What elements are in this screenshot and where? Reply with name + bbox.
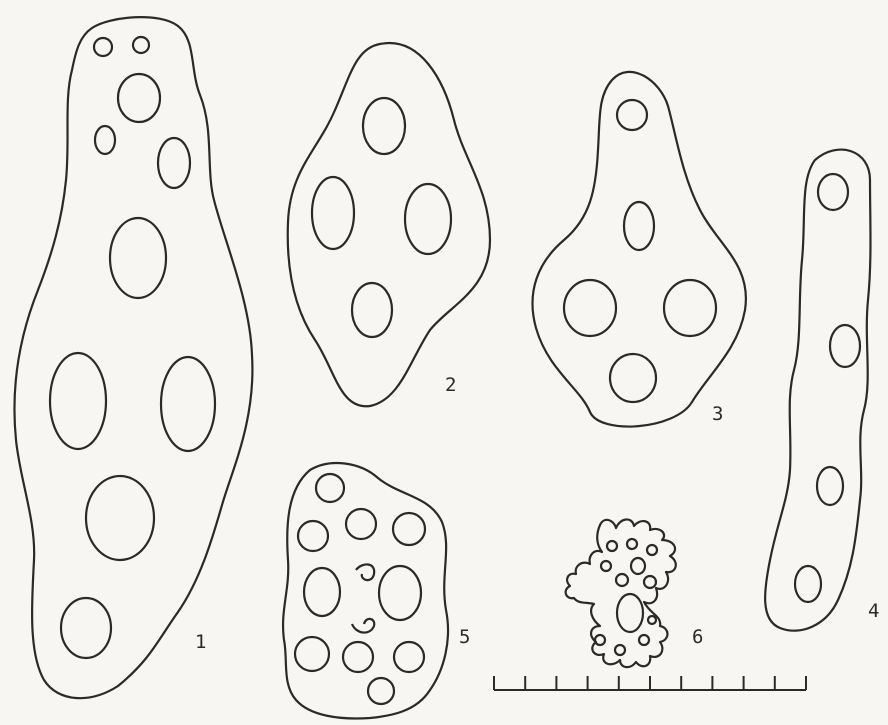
specimen-4-hole — [818, 174, 848, 210]
specimen-5-hole — [368, 678, 394, 704]
specimen-3-hole — [610, 354, 656, 402]
specimen-5-hole — [295, 637, 329, 671]
specimen-1-hole — [118, 74, 160, 122]
specimen-5-hole — [343, 642, 373, 672]
specimen-5-hole — [393, 513, 425, 545]
specimen-label: 4 — [868, 600, 879, 622]
specimen-6-hole — [595, 635, 605, 645]
specimen-1-hole — [86, 476, 154, 560]
specimen-5-hole — [316, 474, 344, 502]
specimen-5-curl — [352, 619, 374, 633]
specimen-2-outline — [288, 43, 490, 406]
specimen-1-hole — [110, 218, 166, 298]
specimen-6-hole — [616, 574, 628, 586]
specimen-1-hole — [133, 37, 149, 53]
specimen-4-hole — [795, 566, 821, 602]
specimen-6-hole — [617, 594, 643, 632]
specimen-2-hole — [352, 283, 392, 337]
specimen-6-hole — [631, 558, 645, 574]
specimen-6-hole — [607, 541, 617, 551]
specimen-3-hole — [564, 280, 616, 336]
specimen-3 — [532, 72, 745, 427]
specimen-2-hole — [405, 184, 451, 254]
specimen-label: 3 — [712, 403, 723, 425]
specimen-5-hole — [298, 521, 328, 551]
specimen-1-hole — [94, 38, 112, 56]
specimen-label: 1 — [195, 631, 206, 653]
specimen-4-hole — [830, 325, 860, 367]
specimen-1-hole — [95, 126, 115, 154]
specimen-6-hole — [647, 545, 657, 555]
specimen-label: 2 — [445, 374, 456, 396]
specimen-1-hole — [158, 138, 190, 188]
specimen-label: 6 — [692, 626, 703, 648]
specimen-6-hole — [639, 635, 649, 645]
specimen-5-hole — [394, 642, 424, 672]
specimen-5-hole — [379, 566, 421, 620]
specimen-4-hole — [817, 467, 843, 505]
specimen-6-hole — [627, 539, 637, 549]
specimen-5-outline — [283, 463, 448, 718]
scale-bar — [494, 676, 806, 690]
specimen-6-hole — [644, 576, 656, 588]
specimen-5 — [283, 463, 448, 718]
specimen-3-hole — [624, 202, 654, 250]
specimen-6-hole — [648, 616, 656, 624]
specimen-6 — [566, 519, 676, 667]
specimen-5-hole — [304, 568, 340, 616]
specimen-1-outline — [14, 17, 252, 698]
specimen-5-curl — [356, 564, 374, 580]
specimen-label: 5 — [459, 626, 470, 648]
specimen-5-hole — [346, 509, 376, 539]
specimen-3-hole — [664, 280, 716, 336]
specimen-2-hole — [363, 98, 405, 154]
specimen-1 — [14, 17, 252, 698]
specimen-4 — [765, 150, 870, 631]
specimen-6-hole — [615, 645, 625, 655]
specimen-4-outline — [765, 150, 870, 631]
specimen-2 — [288, 43, 490, 406]
specimen-3-hole — [617, 100, 647, 130]
specimen-6-hole — [601, 561, 611, 571]
specimen-1-hole — [50, 353, 106, 449]
specimen-1-hole — [61, 598, 111, 658]
specimen-2-hole — [312, 177, 354, 249]
specimen-1-hole — [161, 357, 215, 451]
